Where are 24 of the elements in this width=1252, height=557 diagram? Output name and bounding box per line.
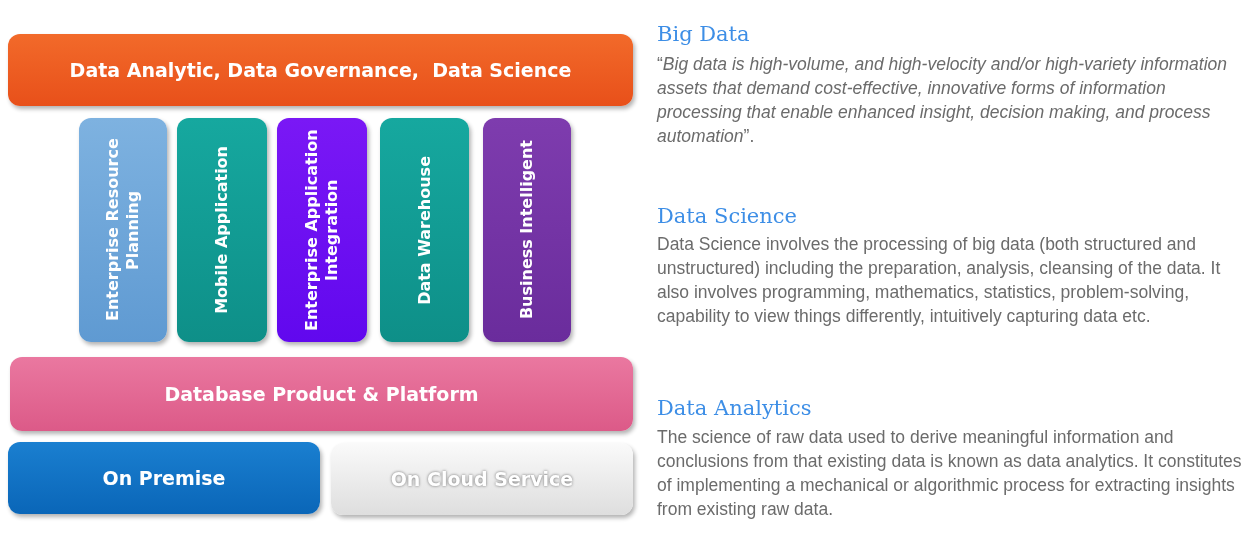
- column-box: [79, 118, 167, 342]
- layer-bar: [10, 357, 633, 431]
- section-heading: Big Data: [657, 22, 750, 46]
- layer-label: Database Product & Platform: [164, 383, 479, 405]
- column-box: [380, 118, 469, 342]
- column-box: [483, 118, 571, 342]
- layer-bar: [8, 34, 633, 106]
- layer-bar: [331, 443, 633, 515]
- description-paragraph: Data Science involves the processing of big data (both structured and unstructured) including the preparation, analysis, cleansing of the data. It also involves programming, mathematics, statistics, problem-solving, capability to view things differently, intuitively capturing data etc.: [657, 233, 1222, 328]
- section-heading: Data Analytics: [657, 396, 812, 420]
- layer-label: Data Warehouse: [414, 155, 435, 305]
- layer-label: Data Analytic, Data Governance, Data Science: [69, 59, 572, 81]
- layer-label: On Premise: [102, 467, 226, 489]
- quote-paragraph: “Big data is high-volume, and high-velocity and/or high-variety information assets that demand cost-effective, innovative forms of information processing that enable enhanced insight, decision making, and process automation”.: [657, 53, 1228, 148]
- layer-label: Business Intelligent: [517, 140, 537, 320]
- column-box: [277, 118, 367, 342]
- layer-label: Enterprise Resource Planning: [103, 137, 143, 324]
- layer-label: Mobile Application: [212, 146, 232, 314]
- layer-label: Enterprise Application Integration: [302, 128, 342, 332]
- column-box: [177, 118, 267, 342]
- layer-label: On Cloud Service: [390, 468, 574, 490]
- layer-bar: [8, 442, 320, 514]
- description-paragraph: The science of raw data used to derive meaningful information and conclusions from that existing data is known as data analytics. It constitutes of implementing a mechanical or algorithmic process for extracting insights from existing raw data.: [657, 426, 1243, 521]
- section-heading: Data Science: [657, 204, 797, 228]
